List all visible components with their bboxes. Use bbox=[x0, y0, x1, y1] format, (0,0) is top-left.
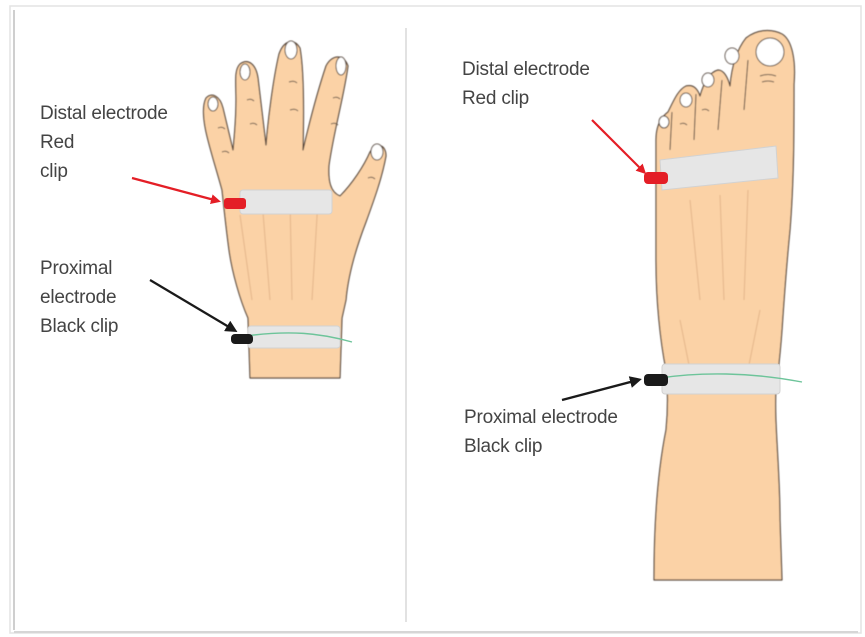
hand-proximal-label-line2: electrode bbox=[40, 283, 118, 312]
hand-proximal-label-line1: Proximal bbox=[40, 254, 118, 283]
foot-distal-label-line1: Distal electrode bbox=[462, 55, 590, 84]
foot-proximal-electrode-band bbox=[662, 364, 780, 394]
hand-proximal-electrode-band bbox=[248, 326, 340, 348]
hand-distal-label-line1: Distal electrode bbox=[40, 99, 168, 128]
foot-proximal-label-line1: Proximal electrode bbox=[464, 403, 618, 432]
hand-distal-label: Distal electrode Red clip bbox=[40, 99, 168, 186]
foot-black-clip bbox=[644, 374, 668, 386]
hand-distal-electrode-band bbox=[240, 190, 332, 214]
foot-proximal-label-line2: Black clip bbox=[464, 432, 618, 461]
hand-black-clip bbox=[231, 334, 253, 344]
foot-distal-label-line2: Red clip bbox=[462, 84, 590, 113]
hand-proximal-label: Proximal electrode Black clip bbox=[40, 254, 118, 341]
hand-red-clip bbox=[224, 198, 246, 209]
hand-proximal-arrow bbox=[150, 280, 234, 330]
hand-proximal-label-line3: Black clip bbox=[40, 312, 118, 341]
foot-distal-label: Distal electrode Red clip bbox=[462, 55, 590, 113]
foot-red-clip bbox=[644, 172, 668, 184]
hand-distal-label-line2: Red bbox=[40, 128, 168, 157]
foot-illustration bbox=[654, 31, 795, 580]
foot-proximal-label: Proximal electrode Black clip bbox=[464, 403, 618, 461]
foot-distal-arrow bbox=[592, 120, 644, 172]
foot-proximal-arrow bbox=[562, 380, 638, 400]
hand-distal-label-line3: clip bbox=[40, 157, 168, 186]
